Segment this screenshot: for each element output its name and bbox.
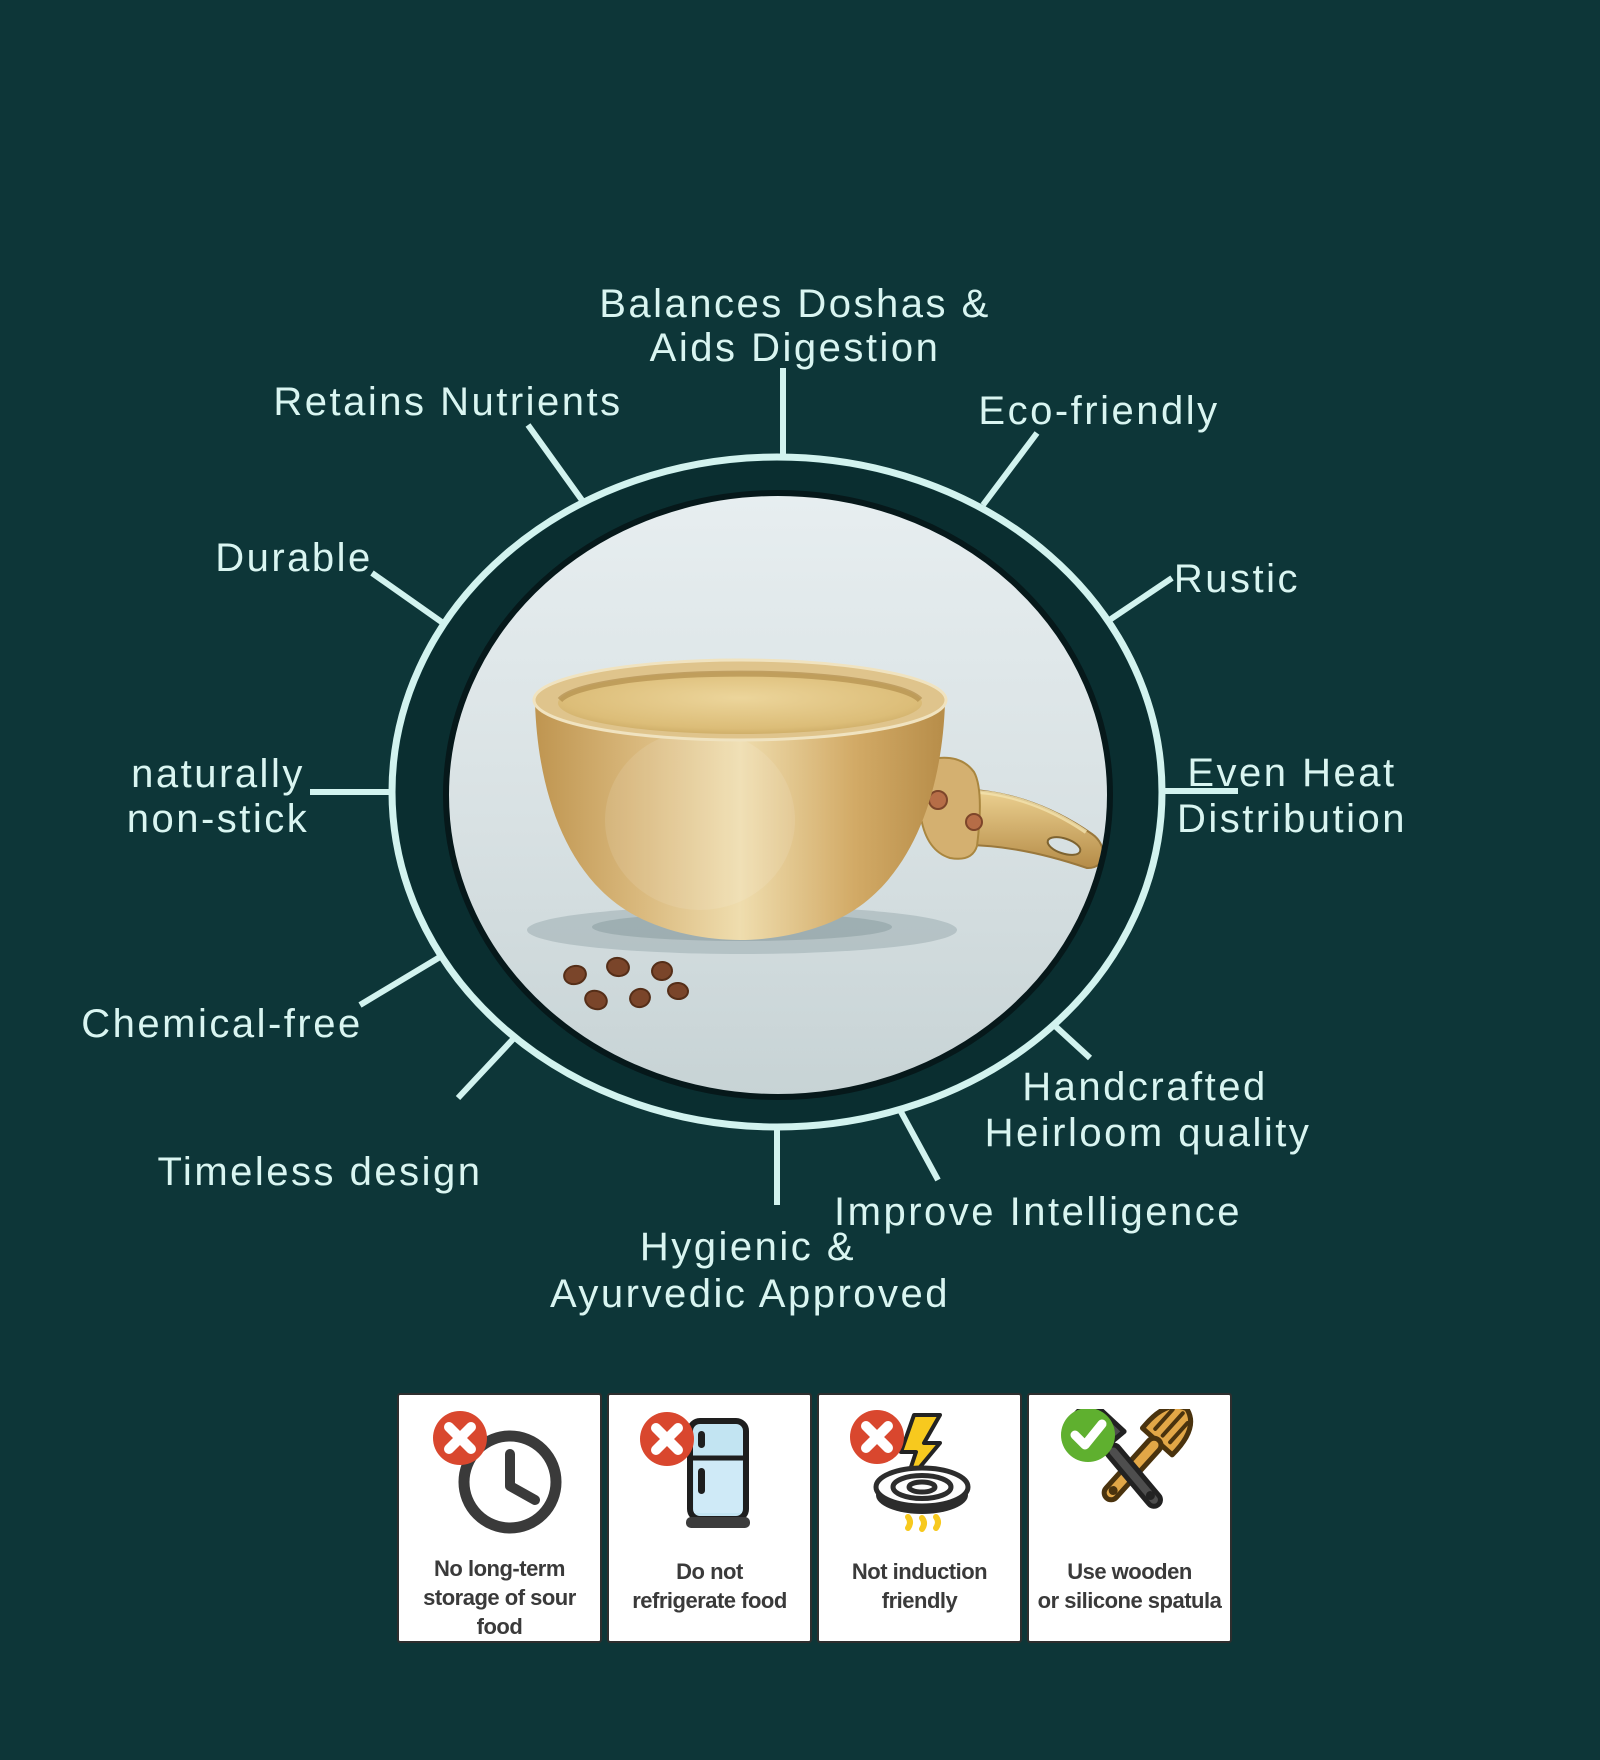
feature-label-durable: Durable	[215, 536, 373, 580]
feature-label-non-stick: non-stick	[127, 797, 310, 841]
care-card-text: storage of sour food	[423, 1585, 576, 1639]
feature-label-rustic: Rustic	[1174, 557, 1300, 601]
heat-marks	[904, 1514, 941, 1532]
connector-line	[455, 1034, 518, 1101]
feature-label-hygienic: Hygienic &	[640, 1225, 856, 1269]
feature-label-naturally: naturally	[131, 752, 305, 796]
feature-label-chemical-free: Chemical-free	[81, 1002, 362, 1046]
feature-label-distribution: Distribution	[1177, 797, 1407, 841]
care-card-text: No long-term	[434, 1556, 565, 1581]
connector-line	[1106, 575, 1174, 624]
care-card-do-not-refrigerate: Do not refrigerate food	[607, 1393, 812, 1643]
feature-label-heirloom-quality: Heirloom quality	[985, 1111, 1312, 1155]
care-card-not-induction-friendly: Not induction friendly	[817, 1393, 1022, 1643]
brass-saucepan-image	[532, 658, 1104, 940]
lightning-bolt-icon	[898, 1413, 942, 1487]
connector-line	[897, 1108, 941, 1182]
connector-lines	[310, 368, 1238, 1205]
care-cards-row: No long-term storage of sour food	[397, 1393, 1232, 1643]
feature-label-handcrafted: Handcrafted	[1022, 1065, 1267, 1109]
connector-line	[525, 423, 587, 505]
care-card-no-sour-food-storage: No long-term storage of sour food	[397, 1393, 602, 1643]
connector-line	[370, 570, 445, 626]
clock-crossed-icon	[432, 1410, 561, 1533]
cross-badge-icon	[432, 1410, 487, 1465]
care-card-text: Do not	[676, 1559, 743, 1584]
care-card-text: refrigerate food	[632, 1588, 787, 1613]
feature-label-ayurvedic-approved: Ayurvedic Approved	[550, 1272, 950, 1316]
check-badge-icon	[1060, 1409, 1115, 1462]
connector-line	[358, 954, 442, 1008]
care-card-text: Use wooden	[1067, 1559, 1192, 1584]
spatula-approved-icon	[1060, 1409, 1193, 1509]
induction-crossed-icon	[849, 1410, 970, 1532]
fridge-crossed-icon	[639, 1412, 750, 1528]
copper-rivet	[928, 790, 948, 810]
photo-edge-ring	[443, 490, 1113, 1100]
feature-label-aids-digestion: Aids Digestion	[650, 326, 941, 370]
care-card-text: or silicone spatula	[1037, 1588, 1222, 1613]
feature-label-eco-friendly: Eco-friendly	[978, 389, 1219, 433]
care-card-text: friendly	[881, 1588, 958, 1613]
feature-label-retains-nutrients: Retains Nutrients	[273, 380, 622, 424]
product-photo	[446, 493, 1110, 1097]
connector-line	[1051, 1022, 1093, 1061]
connector-line	[980, 431, 1040, 507]
cross-badge-icon	[639, 1412, 694, 1466]
seeds	[563, 956, 689, 1011]
feature-label-timeless-design: Timeless design	[157, 1150, 482, 1194]
cross-badge-icon	[849, 1410, 904, 1464]
care-card-text: Not induction	[851, 1559, 988, 1584]
clock-hands	[504, 1448, 540, 1505]
care-card-use-wooden-spatula: Use wooden or silicone spatula	[1027, 1393, 1232, 1643]
copper-rivet	[965, 813, 983, 831]
wooden-spatula-icon	[1101, 1409, 1193, 1503]
feature-label-balances-doshas: Balances Doshas &	[599, 282, 991, 326]
feature-label-even-heat: Even Heat	[1187, 751, 1396, 795]
feature-label-improve-intelligence: Improve Intelligence	[834, 1190, 1242, 1234]
